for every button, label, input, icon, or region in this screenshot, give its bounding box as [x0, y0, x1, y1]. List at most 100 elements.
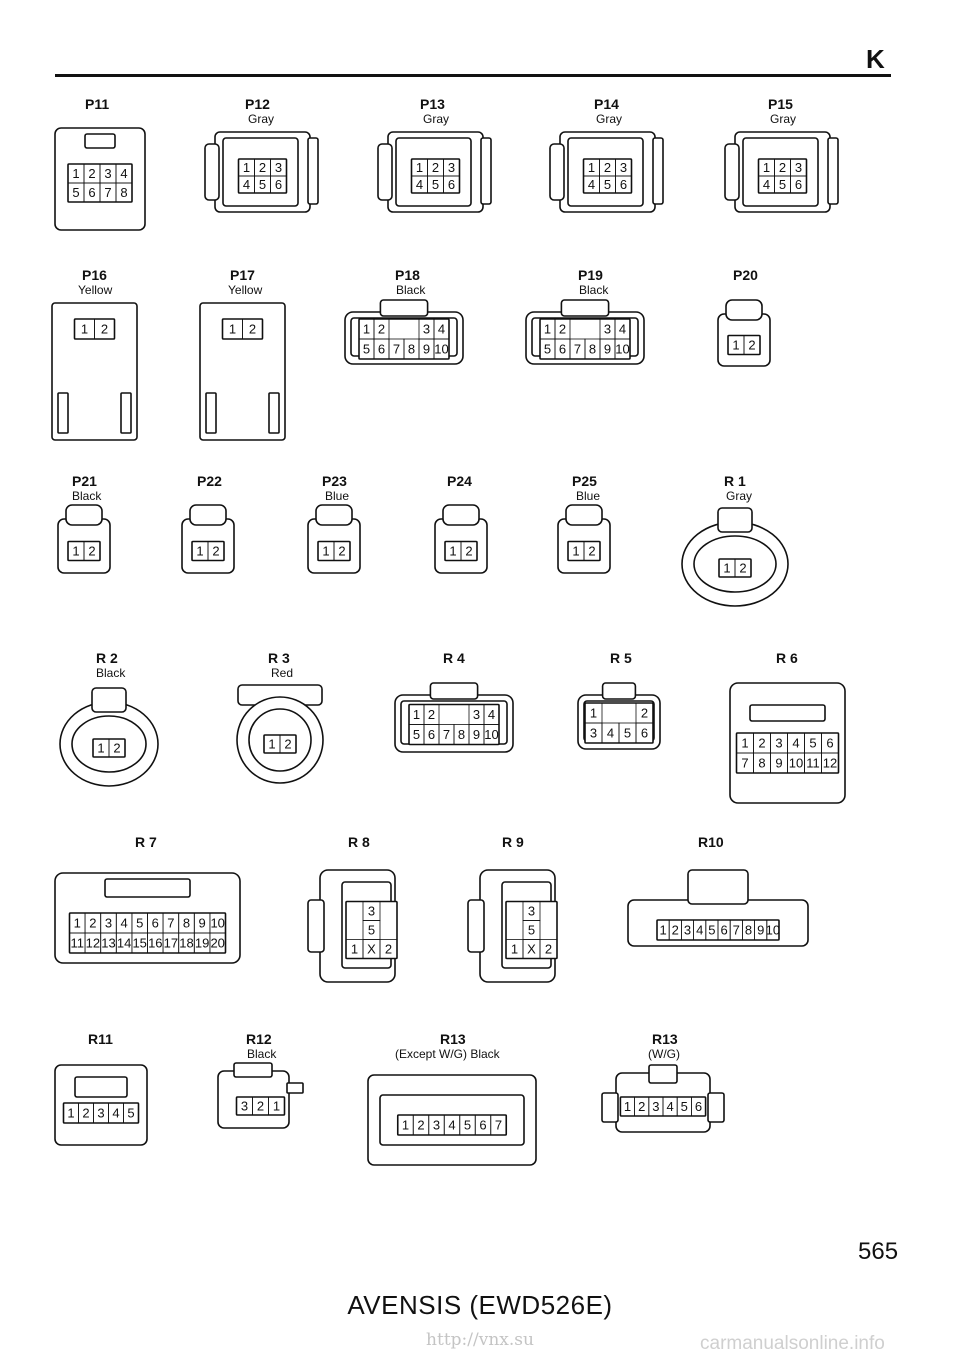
connector-name: P14: [594, 96, 619, 112]
connector-color: (W/G): [648, 1047, 680, 1061]
side-latch: [307, 899, 325, 953]
pin-number: 5: [624, 726, 631, 741]
pin-number: 2: [559, 322, 566, 337]
pin-number: 2: [672, 923, 679, 938]
pin-number: 5: [368, 923, 375, 938]
connector-name: R12: [246, 1031, 272, 1047]
pin-number: 6: [428, 727, 435, 742]
pin-number: 3: [604, 322, 611, 337]
connector-name: R 2: [96, 650, 118, 666]
pin-cell: [108, 738, 126, 758]
pin-number: 4: [607, 726, 614, 741]
connector-name: R 3: [268, 650, 290, 666]
connector-housing: [434, 504, 488, 574]
pin-cell: [94, 318, 115, 340]
pin-number: 8: [458, 727, 465, 742]
connector-name: P23: [322, 473, 347, 489]
pin-cell: [583, 541, 601, 561]
pin-number: 9: [423, 342, 430, 357]
lock-slot-right: [120, 392, 132, 434]
pin-cell: [443, 175, 460, 194]
pin-number: 1: [741, 736, 748, 751]
pin-number: 1: [97, 741, 104, 756]
connector-housing: [181, 504, 235, 574]
pin-number: 5: [604, 177, 611, 192]
latch-tab: [379, 299, 429, 317]
pin-number: 4: [416, 177, 423, 192]
connector-housing: [51, 302, 138, 441]
latch-tab: [687, 869, 749, 905]
pin-cell: [270, 175, 287, 194]
pin-cell: [539, 939, 558, 959]
side-latch-left: [204, 143, 220, 201]
pin-number: 2: [249, 322, 256, 337]
pin-number: 2: [257, 1099, 264, 1114]
connector-name: P24: [447, 473, 472, 489]
latch-tab: [717, 507, 753, 533]
connector-name: R 8: [348, 834, 370, 850]
pin-number: 3: [528, 904, 535, 919]
side-latch-right: [307, 137, 319, 205]
pin-number: 1: [72, 544, 79, 559]
pin-cell: [115, 182, 133, 203]
connector-housing: [717, 299, 771, 367]
pin-number: 7: [443, 727, 450, 742]
pin-number: 1: [196, 544, 203, 559]
pin-number: 8: [745, 923, 752, 938]
lock-slot-left: [205, 392, 217, 434]
pin-number: 6: [559, 342, 566, 357]
pin-number: 17: [164, 936, 178, 951]
source-link[interactable]: http://vnx.su: [426, 1330, 534, 1350]
pin-number: 10: [766, 923, 780, 938]
pin-number: 2: [88, 544, 95, 559]
pin-cell: [490, 1114, 507, 1136]
pin-number: 20: [210, 936, 224, 951]
side-latch-left: [377, 143, 393, 201]
pin-number: 8: [408, 342, 415, 357]
connector-name: P16: [82, 267, 107, 283]
pin-number: 2: [604, 160, 611, 175]
pin-number: 5: [432, 177, 439, 192]
connector-color: Yellow: [78, 283, 113, 297]
pin-number: 1: [81, 322, 88, 337]
connector-name: R 4: [443, 650, 465, 666]
pin-number: 2: [378, 322, 385, 337]
pin-cell: [734, 558, 752, 578]
pin-cell: [333, 541, 351, 561]
connector-housing: [236, 684, 324, 784]
pin-number: 1: [363, 322, 370, 337]
side-tab-right: [707, 1092, 725, 1123]
pin-number: 9: [604, 342, 611, 357]
connector-housing: [681, 507, 789, 607]
pin-number: 1: [413, 707, 420, 722]
pin-number: 4: [792, 736, 799, 751]
pin-number: 2: [113, 741, 120, 756]
pin-cell: [635, 722, 654, 744]
pin-number: 6: [479, 1118, 486, 1133]
watermark-text: carmanualsonline.info: [700, 1333, 885, 1354]
pin-number: 4: [243, 177, 250, 192]
pin-number: 2: [739, 561, 746, 576]
